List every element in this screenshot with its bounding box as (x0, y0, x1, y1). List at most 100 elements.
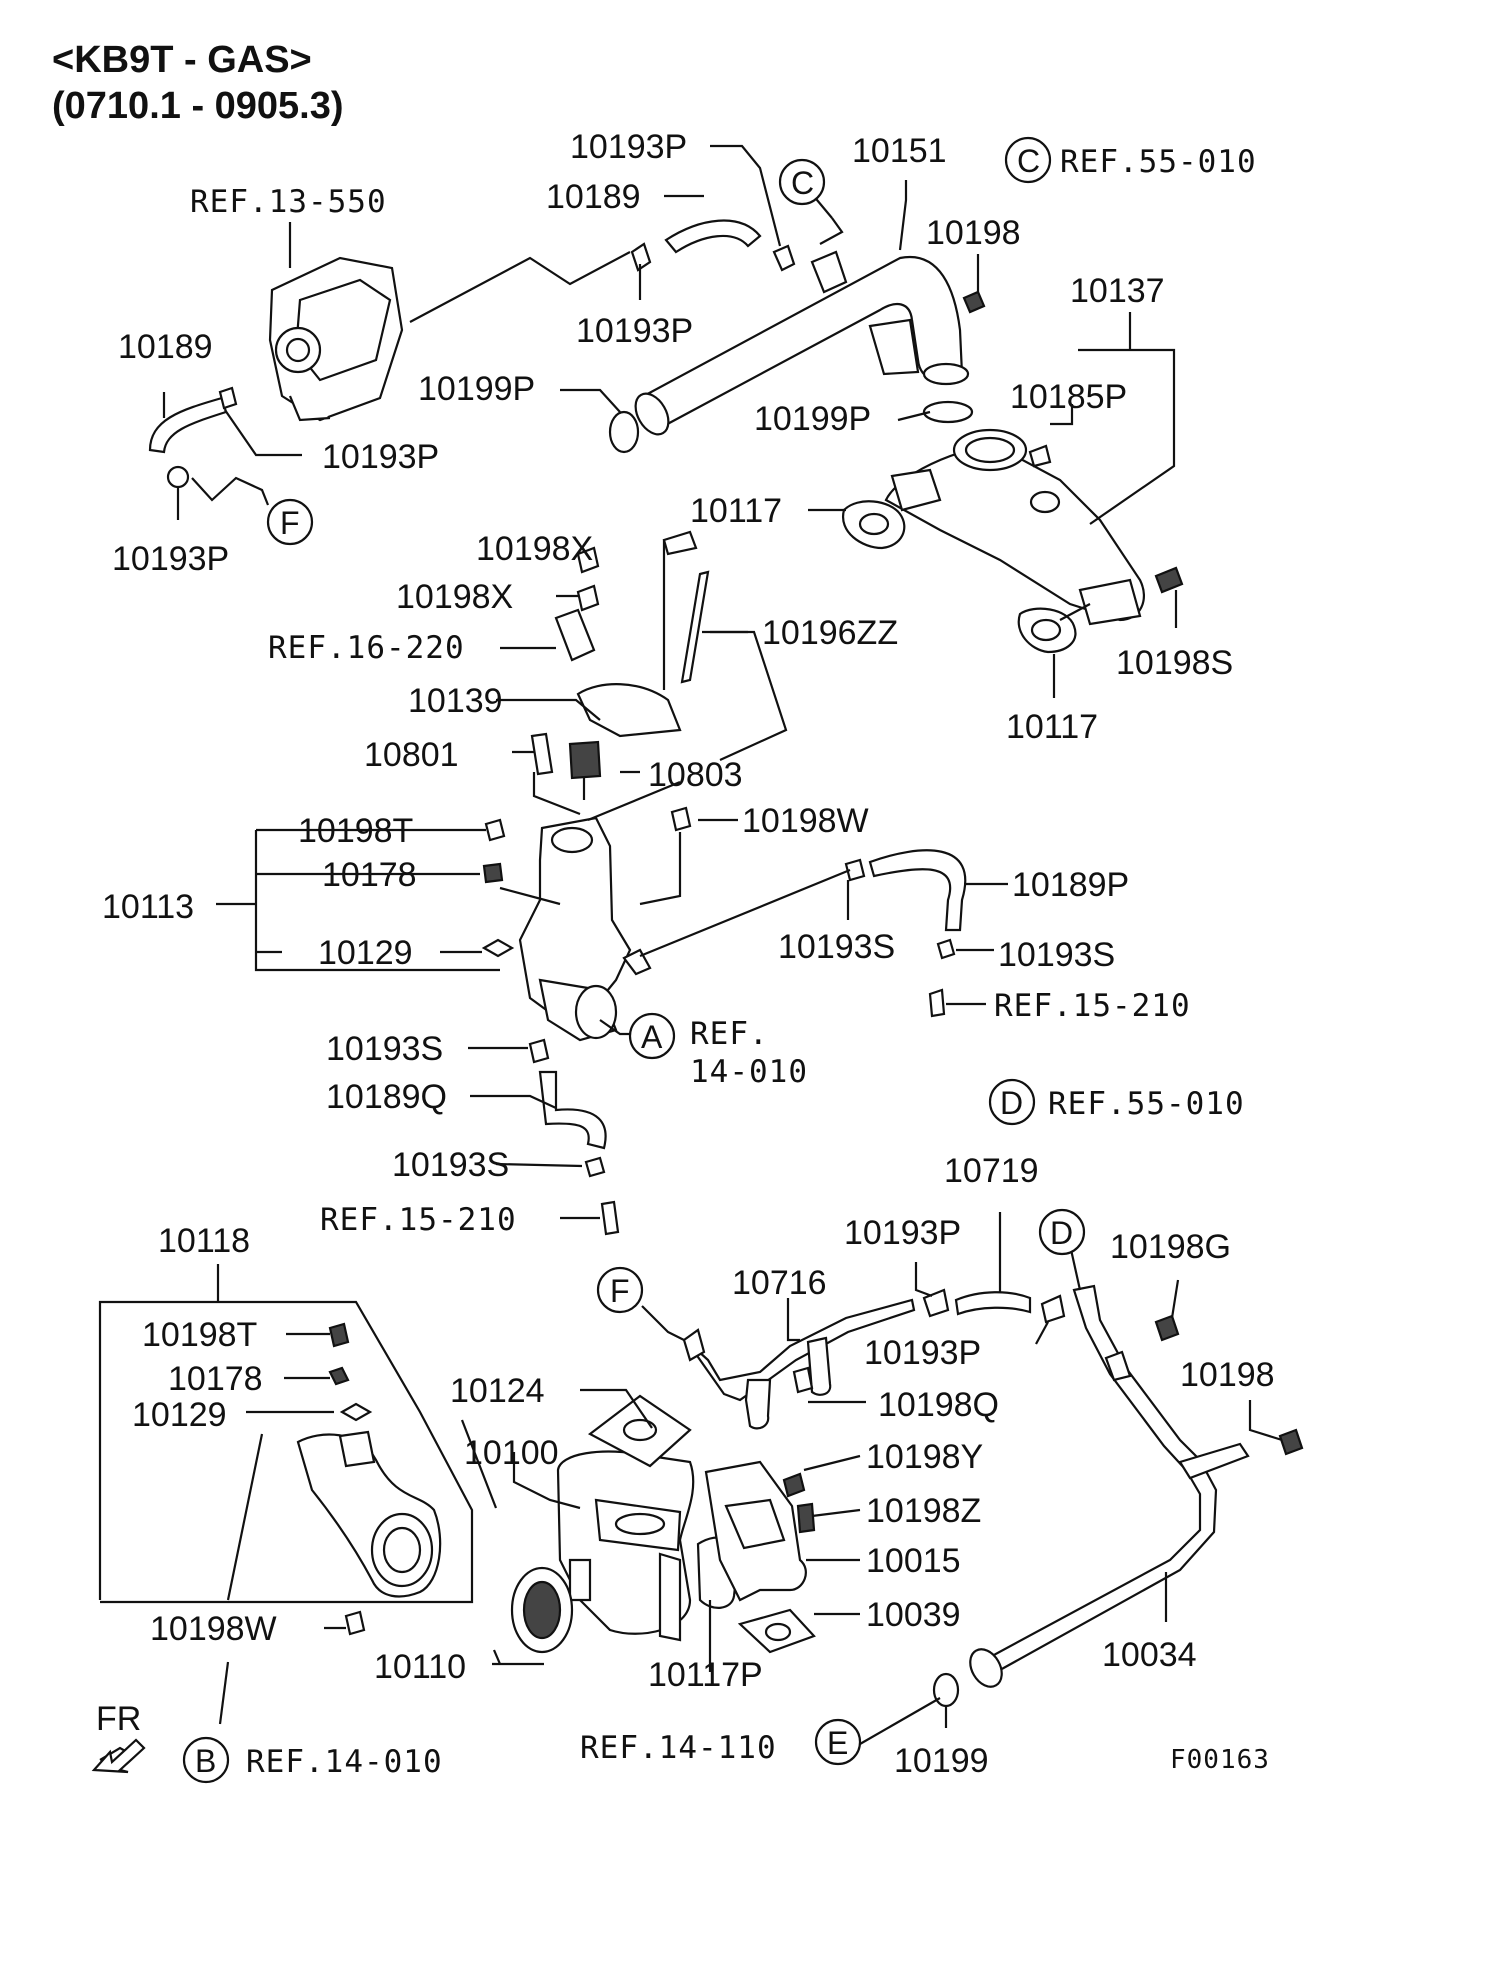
ref-label: REF.15-210 (994, 988, 1191, 1024)
part-labels: 10193P 10151 10189 10193P 10198 10137 10… (102, 128, 1275, 1780)
part-label: 10193P (112, 540, 229, 578)
part-label: 10178 (322, 856, 417, 894)
hose-10719 (954, 1291, 1032, 1316)
part-label: 10193P (864, 1334, 981, 1372)
part-label: 10198T (298, 812, 413, 850)
part-label: 10803 (648, 756, 743, 794)
nut-10185p (1028, 444, 1052, 468)
bolt-10198 (962, 290, 986, 314)
part-label: 10193P (570, 128, 687, 166)
part-label: 10034 (1102, 1636, 1197, 1674)
gasket-10129-lower (339, 1402, 373, 1422)
ref-label: REF.13-550 (190, 184, 387, 220)
header-model: <KB9T - GAS> (52, 39, 312, 81)
part-label: 10193P (322, 438, 439, 476)
part-label: 10198X (476, 530, 593, 568)
part-label: 10198 (926, 214, 1021, 252)
part-label: 10198Q (878, 1386, 999, 1424)
hose-10189q (538, 1070, 607, 1150)
clamp-10193s-right (844, 858, 866, 882)
bolt-10198w-center (670, 806, 692, 832)
part-label: 10193S (392, 1146, 509, 1184)
bracket-ref16-220 (554, 608, 596, 662)
bolt-10198s (1154, 566, 1184, 594)
clamp-10193p-left (218, 386, 238, 410)
clamp-10193p-lower-left (166, 465, 190, 489)
figure-code: F00163 (1170, 1745, 1270, 1775)
part-label: 10178 (168, 1360, 263, 1398)
clamp-10193p-pipe-left (922, 1288, 950, 1318)
part-label: 10129 (132, 1396, 227, 1434)
group-box-10118 (98, 1300, 474, 1604)
part-label: 10015 (866, 1542, 961, 1580)
circle-letter: D (1050, 1215, 1073, 1251)
circle-letter: E (827, 1725, 848, 1761)
part-label: 10193P (844, 1214, 961, 1252)
ref-label: REF.15-210 (320, 1202, 517, 1238)
ref15-210-pin-right (928, 988, 946, 1018)
part-label: 10189P (1012, 866, 1129, 904)
part-label: 10039 (866, 1596, 961, 1634)
part-label: 10185P (1010, 378, 1127, 416)
clamp-10193p-top-right (772, 244, 796, 272)
clamp-10193s-center (528, 1038, 550, 1064)
part-label: 10801 (364, 736, 459, 774)
part-label: 10100 (464, 1434, 559, 1472)
part-label: 10129 (318, 934, 413, 972)
part-label: 10193S (326, 1030, 443, 1068)
bolt-10198x-center (662, 530, 698, 556)
clamp-10193s-lower (584, 1156, 606, 1178)
part-label: 10716 (732, 1264, 827, 1302)
ref-label: REF.16-220 (268, 630, 465, 666)
ref-label: 14-010 (690, 1054, 808, 1090)
bolt-10198q (792, 1366, 814, 1394)
hose-10189-left (148, 396, 228, 454)
bolt-10198g (1154, 1314, 1180, 1342)
clamp-10193p-pipe-right (1040, 1294, 1066, 1324)
pipe-10196zz (680, 570, 710, 684)
gasket-10129-center (481, 938, 515, 958)
part-label: 10199P (754, 400, 871, 438)
bolt-10198w-lower (344, 1610, 366, 1636)
ref-label: REF.55-010 (1048, 1086, 1245, 1122)
nut-10178-center (482, 862, 504, 884)
throttle-body-drawing (268, 256, 404, 422)
o-ring-10199p-right (922, 400, 974, 424)
part-label: 10198S (1116, 644, 1233, 682)
circle-letter: B (195, 1743, 216, 1779)
water-pipe-10034 (990, 1284, 1218, 1672)
part-label: 10117P (648, 1656, 763, 1694)
sensor-10801 (530, 732, 554, 776)
part-label: 10198Z (866, 1492, 981, 1530)
part-label: 10198T (142, 1316, 257, 1354)
part-label: 10198W (150, 1610, 277, 1648)
circle-letter: C (791, 165, 814, 201)
part-label: 10151 (852, 132, 947, 170)
circle-letter: F (280, 505, 300, 541)
part-label: 10118 (158, 1222, 250, 1260)
part-label: 10196ZZ (762, 614, 898, 652)
front-arrow-icon (91, 1738, 146, 1774)
part-label: 10719 (944, 1152, 1039, 1190)
ref15-210-pin-center (600, 1200, 620, 1236)
clamp-10193s-lower-right (936, 938, 956, 960)
bracket-10139 (576, 683, 682, 738)
front-direction-label: FR (96, 1700, 141, 1738)
bolt-10198t-center (484, 818, 506, 842)
part-label: 10193S (998, 936, 1115, 974)
part-label: 10117 (690, 492, 782, 530)
hose-10189p (868, 849, 967, 932)
circle-letter: A (641, 1019, 663, 1055)
bolt-10198z (796, 1502, 816, 1534)
bolt-10198x-lower (576, 584, 600, 612)
bolt-10198t-lower (328, 1322, 350, 1348)
part-label: 10198X (396, 578, 513, 616)
part-label: 10199 (894, 1742, 989, 1780)
circle-letter: C (1017, 143, 1040, 179)
part-label: 10198Y (866, 1438, 983, 1476)
callout-circle-letters: C C F A D D F B E (195, 143, 1073, 1779)
circle-letter: D (1000, 1085, 1023, 1121)
part-label: 10189Q (326, 1078, 447, 1116)
